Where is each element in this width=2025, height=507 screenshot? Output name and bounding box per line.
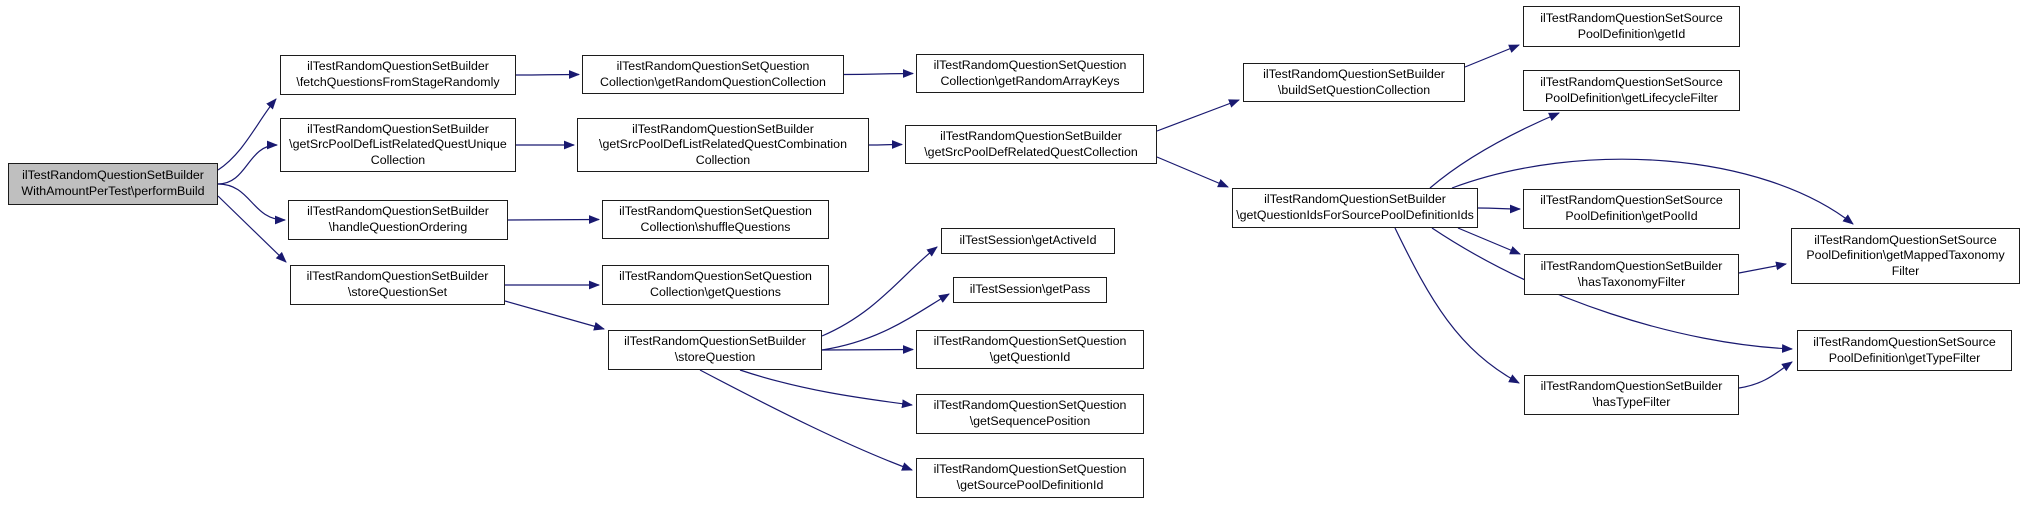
graph-node-label: ilTestRandomQuestionSetQuestion Collecti… bbox=[619, 203, 812, 234]
graph-node-label: ilTestRandomQuestionSetBuilder \hasTypeF… bbox=[1540, 379, 1723, 409]
graph-node-getSrcPoolDefListRelatedQuestCombinationCollection[interactable]: ilTestRandomQuestionSetBuilder \getSrcPo… bbox=[577, 118, 869, 172]
edge-buildSetQuestionCollection-to-getId bbox=[1464, 44, 1520, 68]
edge-performBuild-to-storeQuestionSet bbox=[217, 195, 287, 263]
edge-storeQuestion-to-getPass bbox=[821, 293, 950, 351]
graph-node-getRandomArrayKeys[interactable]: ilTestRandomQuestionSetQuestion Collecti… bbox=[916, 54, 1144, 93]
graph-node-getSourcePoolDefinitionId[interactable]: ilTestRandomQuestionSetQuestion \getSour… bbox=[916, 458, 1144, 498]
edge-getQuestionIdsForSourcePoolDefinitionIds-to-hasTaxonomyFilter bbox=[1457, 227, 1521, 255]
graph-node-label: ilTestRandomQuestionSetBuilder \storeQue… bbox=[624, 334, 806, 364]
graph-node-label: ilTestRandomQuestionSetQuestion Collecti… bbox=[600, 58, 826, 89]
graph-node-getQuestionIdsForSourcePoolDefinitionIds[interactable]: ilTestRandomQuestionSetBuilder \getQuest… bbox=[1232, 188, 1478, 228]
graph-node-getQuestions[interactable]: ilTestRandomQuestionSetQuestion Collecti… bbox=[602, 265, 829, 305]
graph-node-label: ilTestRandomQuestionSetBuilder \storeQue… bbox=[306, 269, 489, 299]
edge-getSrcPoolDefRelatedQuestCollection-to-buildSetQuestionCollection bbox=[1156, 99, 1240, 132]
edge-getSrcPoolDefListRelatedQuestCombinationCollection-to-getSrcPoolDefRelatedQuestCollection bbox=[868, 140, 903, 149]
graph-node-getSrcPoolDefListRelatedQuestUniqueCollection[interactable]: ilTestRandomQuestionSetBuilder \getSrcPo… bbox=[280, 118, 516, 172]
graph-node-getTypeFilter[interactable]: ilTestRandomQuestionSetSource PoolDefini… bbox=[1797, 330, 2012, 371]
graph-node-label: ilTestRandomQuestionSetSource PoolDefini… bbox=[1540, 193, 1723, 223]
graph-node-label: ilTestRandomQuestionSetSource PoolDefini… bbox=[1540, 74, 1723, 105]
graph-node-label: ilTestRandomQuestionSetBuilder \fetchQue… bbox=[296, 59, 500, 89]
edge-getQuestionIdsForSourcePoolDefinitionIds-to-getTypeFilter bbox=[1431, 227, 1793, 353]
graph-node-hasTaxonomyFilter[interactable]: ilTestRandomQuestionSetBuilder \hasTaxon… bbox=[1524, 254, 1739, 295]
edge-storeQuestion-to-getSequencePosition bbox=[739, 369, 913, 409]
edge-getQuestionIdsForSourcePoolDefinitionIds-to-getPoolId bbox=[1477, 204, 1521, 214]
graph-node-label: ilTestRandomQuestionSetBuilder WithAmoun… bbox=[21, 168, 205, 198]
edge-getQuestionIdsForSourcePoolDefinitionIds-to-getLifecycleFilter bbox=[1429, 112, 1560, 189]
graph-node-label: ilTestRandomQuestionSetQuestion \getSequ… bbox=[933, 398, 1127, 428]
graph-node-label: ilTestRandomQuestionSetBuilder \getSrcPo… bbox=[599, 121, 847, 167]
graph-node-label: ilTestRandomQuestionSetBuilder \hasTaxon… bbox=[1540, 258, 1723, 289]
graph-node-shuffleQuestions[interactable]: ilTestRandomQuestionSetQuestion Collecti… bbox=[602, 200, 829, 239]
edge-getQuestionIdsForSourcePoolDefinitionIds-to-getMappedTaxonomyFilter bbox=[1451, 158, 1854, 225]
graph-node-label: ilTestRandomQuestionSetQuestion \getSour… bbox=[933, 462, 1127, 492]
graph-node-label: ilTestRandomQuestionSetQuestion Collecti… bbox=[619, 269, 812, 299]
graph-node-label: ilTestRandomQuestionSetBuilder \handleQu… bbox=[307, 204, 489, 234]
graph-node-storeQuestionSet[interactable]: ilTestRandomQuestionSetBuilder \storeQue… bbox=[290, 265, 505, 305]
graph-node-getMappedTaxonomyFilter[interactable]: ilTestRandomQuestionSetSource PoolDefini… bbox=[1791, 228, 2020, 284]
edge-hasTypeFilter-to-getTypeFilter bbox=[1738, 361, 1793, 389]
graph-node-storeQuestion[interactable]: ilTestRandomQuestionSetBuilder \storeQue… bbox=[608, 330, 822, 370]
graph-node-label: ilTestRandomQuestionSetBuilder \getSrcPo… bbox=[289, 121, 507, 167]
graph-node-getActiveId[interactable]: ilTestSession\getActiveId bbox=[941, 228, 1115, 254]
edge-performBuild-to-getSrcPoolDefListRelatedQuestUniqueCollection bbox=[217, 140, 278, 185]
graph-node-hasTypeFilter[interactable]: ilTestRandomQuestionSetBuilder \hasTypeF… bbox=[1524, 375, 1739, 415]
edge-storeQuestionSet-to-storeQuestion bbox=[504, 300, 605, 331]
edge-storeQuestion-to-getSourcePoolDefinitionId bbox=[699, 369, 913, 471]
edge-getSrcPoolDefRelatedQuestCollection-to-getQuestionIdsForSourcePoolDefinitionIds bbox=[1156, 156, 1229, 188]
edge-fetchQuestionsFromStageRandomly-to-getRandomQuestionCollection bbox=[515, 70, 580, 79]
graph-node-getSequencePosition[interactable]: ilTestRandomQuestionSetQuestion \getSequ… bbox=[916, 394, 1144, 434]
graph-node-fetchQuestionsFromStageRandomly[interactable]: ilTestRandomQuestionSetBuilder \fetchQue… bbox=[280, 55, 516, 95]
graph-node-getId[interactable]: ilTestRandomQuestionSetSource PoolDefini… bbox=[1523, 6, 1740, 47]
graph-node-getPass[interactable]: ilTestSession\getPass bbox=[953, 277, 1107, 303]
graph-node-label: ilTestRandomQuestionSetQuestion \getQues… bbox=[933, 333, 1127, 364]
graph-node-label: ilTestRandomQuestionSetBuilder \buildSet… bbox=[1263, 66, 1445, 97]
graph-node-label: ilTestRandomQuestionSetBuilder \getSrcPo… bbox=[924, 128, 1138, 159]
edge-group bbox=[217, 44, 1854, 471]
graph-node-label: ilTestSession\getActiveId bbox=[959, 233, 1097, 248]
graph-node-handleQuestionOrdering[interactable]: ilTestRandomQuestionSetBuilder \handleQu… bbox=[288, 200, 508, 240]
edge-handleQuestionOrdering-to-shuffleQuestions bbox=[507, 215, 600, 224]
graph-node-getPoolId[interactable]: ilTestRandomQuestionSetSource PoolDefini… bbox=[1523, 189, 1740, 229]
graph-node-label: ilTestRandomQuestionSetSource PoolDefini… bbox=[1540, 10, 1723, 41]
edge-getQuestionIdsForSourcePoolDefinitionIds-to-hasTypeFilter bbox=[1394, 227, 1520, 384]
edge-performBuild-to-handleQuestionOrdering bbox=[217, 183, 286, 225]
graph-node-getLifecycleFilter[interactable]: ilTestRandomQuestionSetSource PoolDefini… bbox=[1523, 70, 1740, 111]
graph-node-label: ilTestRandomQuestionSetQuestion Collecti… bbox=[933, 57, 1127, 88]
graph-node-getRandomQuestionCollection[interactable]: ilTestRandomQuestionSetQuestion Collecti… bbox=[582, 55, 844, 94]
graph-node-label: ilTestSession\getPass bbox=[969, 282, 1091, 297]
graph-node-performBuild: ilTestRandomQuestionSetBuilder WithAmoun… bbox=[8, 163, 218, 205]
graph-node-label: ilTestRandomQuestionSetBuilder \getQuest… bbox=[1236, 192, 1474, 222]
graph-node-label: ilTestRandomQuestionSetSource PoolDefini… bbox=[1813, 334, 1996, 365]
edge-hasTaxonomyFilter-to-getMappedTaxonomyFilter bbox=[1738, 261, 1787, 274]
graph-node-getSrcPoolDefRelatedQuestCollection[interactable]: ilTestRandomQuestionSetBuilder \getSrcPo… bbox=[905, 125, 1157, 164]
edge-storeQuestion-to-getQuestionId bbox=[821, 345, 914, 354]
graph-node-getQuestionId[interactable]: ilTestRandomQuestionSetQuestion \getQues… bbox=[916, 330, 1144, 369]
graph-node-buildSetQuestionCollection[interactable]: ilTestRandomQuestionSetBuilder \buildSet… bbox=[1243, 63, 1465, 102]
edge-storeQuestion-to-getActiveId bbox=[821, 246, 938, 337]
edge-getRandomQuestionCollection-to-getRandomArrayKeys bbox=[843, 69, 914, 78]
edge-performBuild-to-fetchQuestionsFromStageRandomly bbox=[217, 98, 277, 171]
graph-node-label: ilTestRandomQuestionSetSource PoolDefini… bbox=[1806, 232, 2005, 278]
